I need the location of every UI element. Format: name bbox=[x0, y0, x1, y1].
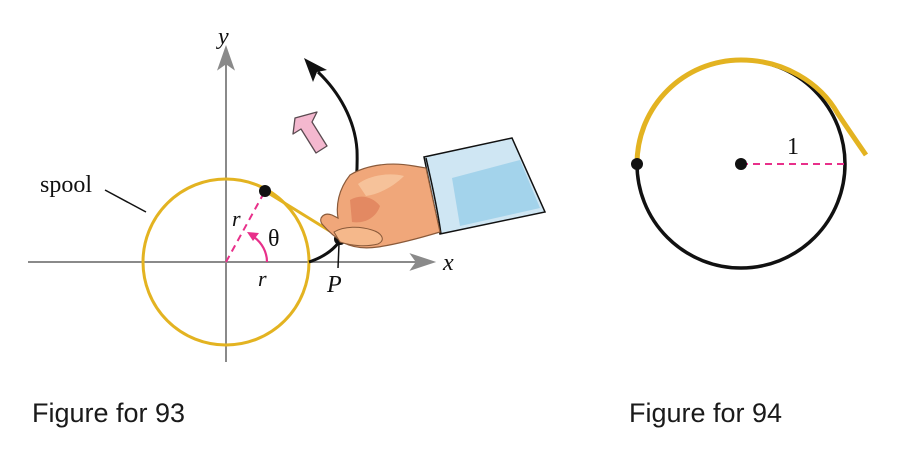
x-axis-label: x bbox=[442, 250, 454, 276]
figure-93: y x spool r r θ P bbox=[28, 24, 547, 362]
start-point-dot bbox=[631, 158, 643, 170]
hand-illustration bbox=[320, 137, 547, 249]
radius-label-lower: r bbox=[258, 266, 267, 291]
tangent-point bbox=[259, 185, 271, 197]
spool-leader-line bbox=[104, 189, 147, 213]
x-axis-arrowhead bbox=[409, 253, 437, 271]
thumb bbox=[333, 226, 383, 247]
radius-label: 1 bbox=[787, 134, 799, 160]
involute-arrowhead bbox=[304, 58, 327, 82]
angle-arrowhead bbox=[247, 232, 259, 241]
center-dot bbox=[735, 158, 747, 170]
sleeve-shade bbox=[452, 160, 540, 226]
caption-figure-93: Figure for 93 bbox=[32, 398, 186, 428]
point-p-label: P bbox=[326, 272, 342, 298]
axes bbox=[28, 44, 437, 362]
spool-label: spool bbox=[40, 172, 92, 198]
hand-highlight bbox=[358, 174, 404, 196]
hand-shadow bbox=[350, 196, 380, 223]
caption-figure-94: Figure for 94 bbox=[629, 398, 783, 428]
figure-94: 1 bbox=[631, 57, 869, 270]
angle-arc bbox=[253, 236, 269, 263]
direction-arrow bbox=[292, 111, 328, 154]
unwound-thread bbox=[634, 57, 869, 165]
y-axis-arrowhead bbox=[217, 44, 235, 71]
y-axis-label: y bbox=[216, 24, 229, 50]
cuff-edge bbox=[425, 157, 442, 235]
thread-segment bbox=[264, 189, 334, 235]
dashed-radius-upper bbox=[225, 190, 266, 263]
radius-label-upper: r bbox=[232, 206, 241, 231]
angle-label: θ bbox=[268, 226, 280, 252]
p-pointer-line bbox=[337, 243, 340, 269]
